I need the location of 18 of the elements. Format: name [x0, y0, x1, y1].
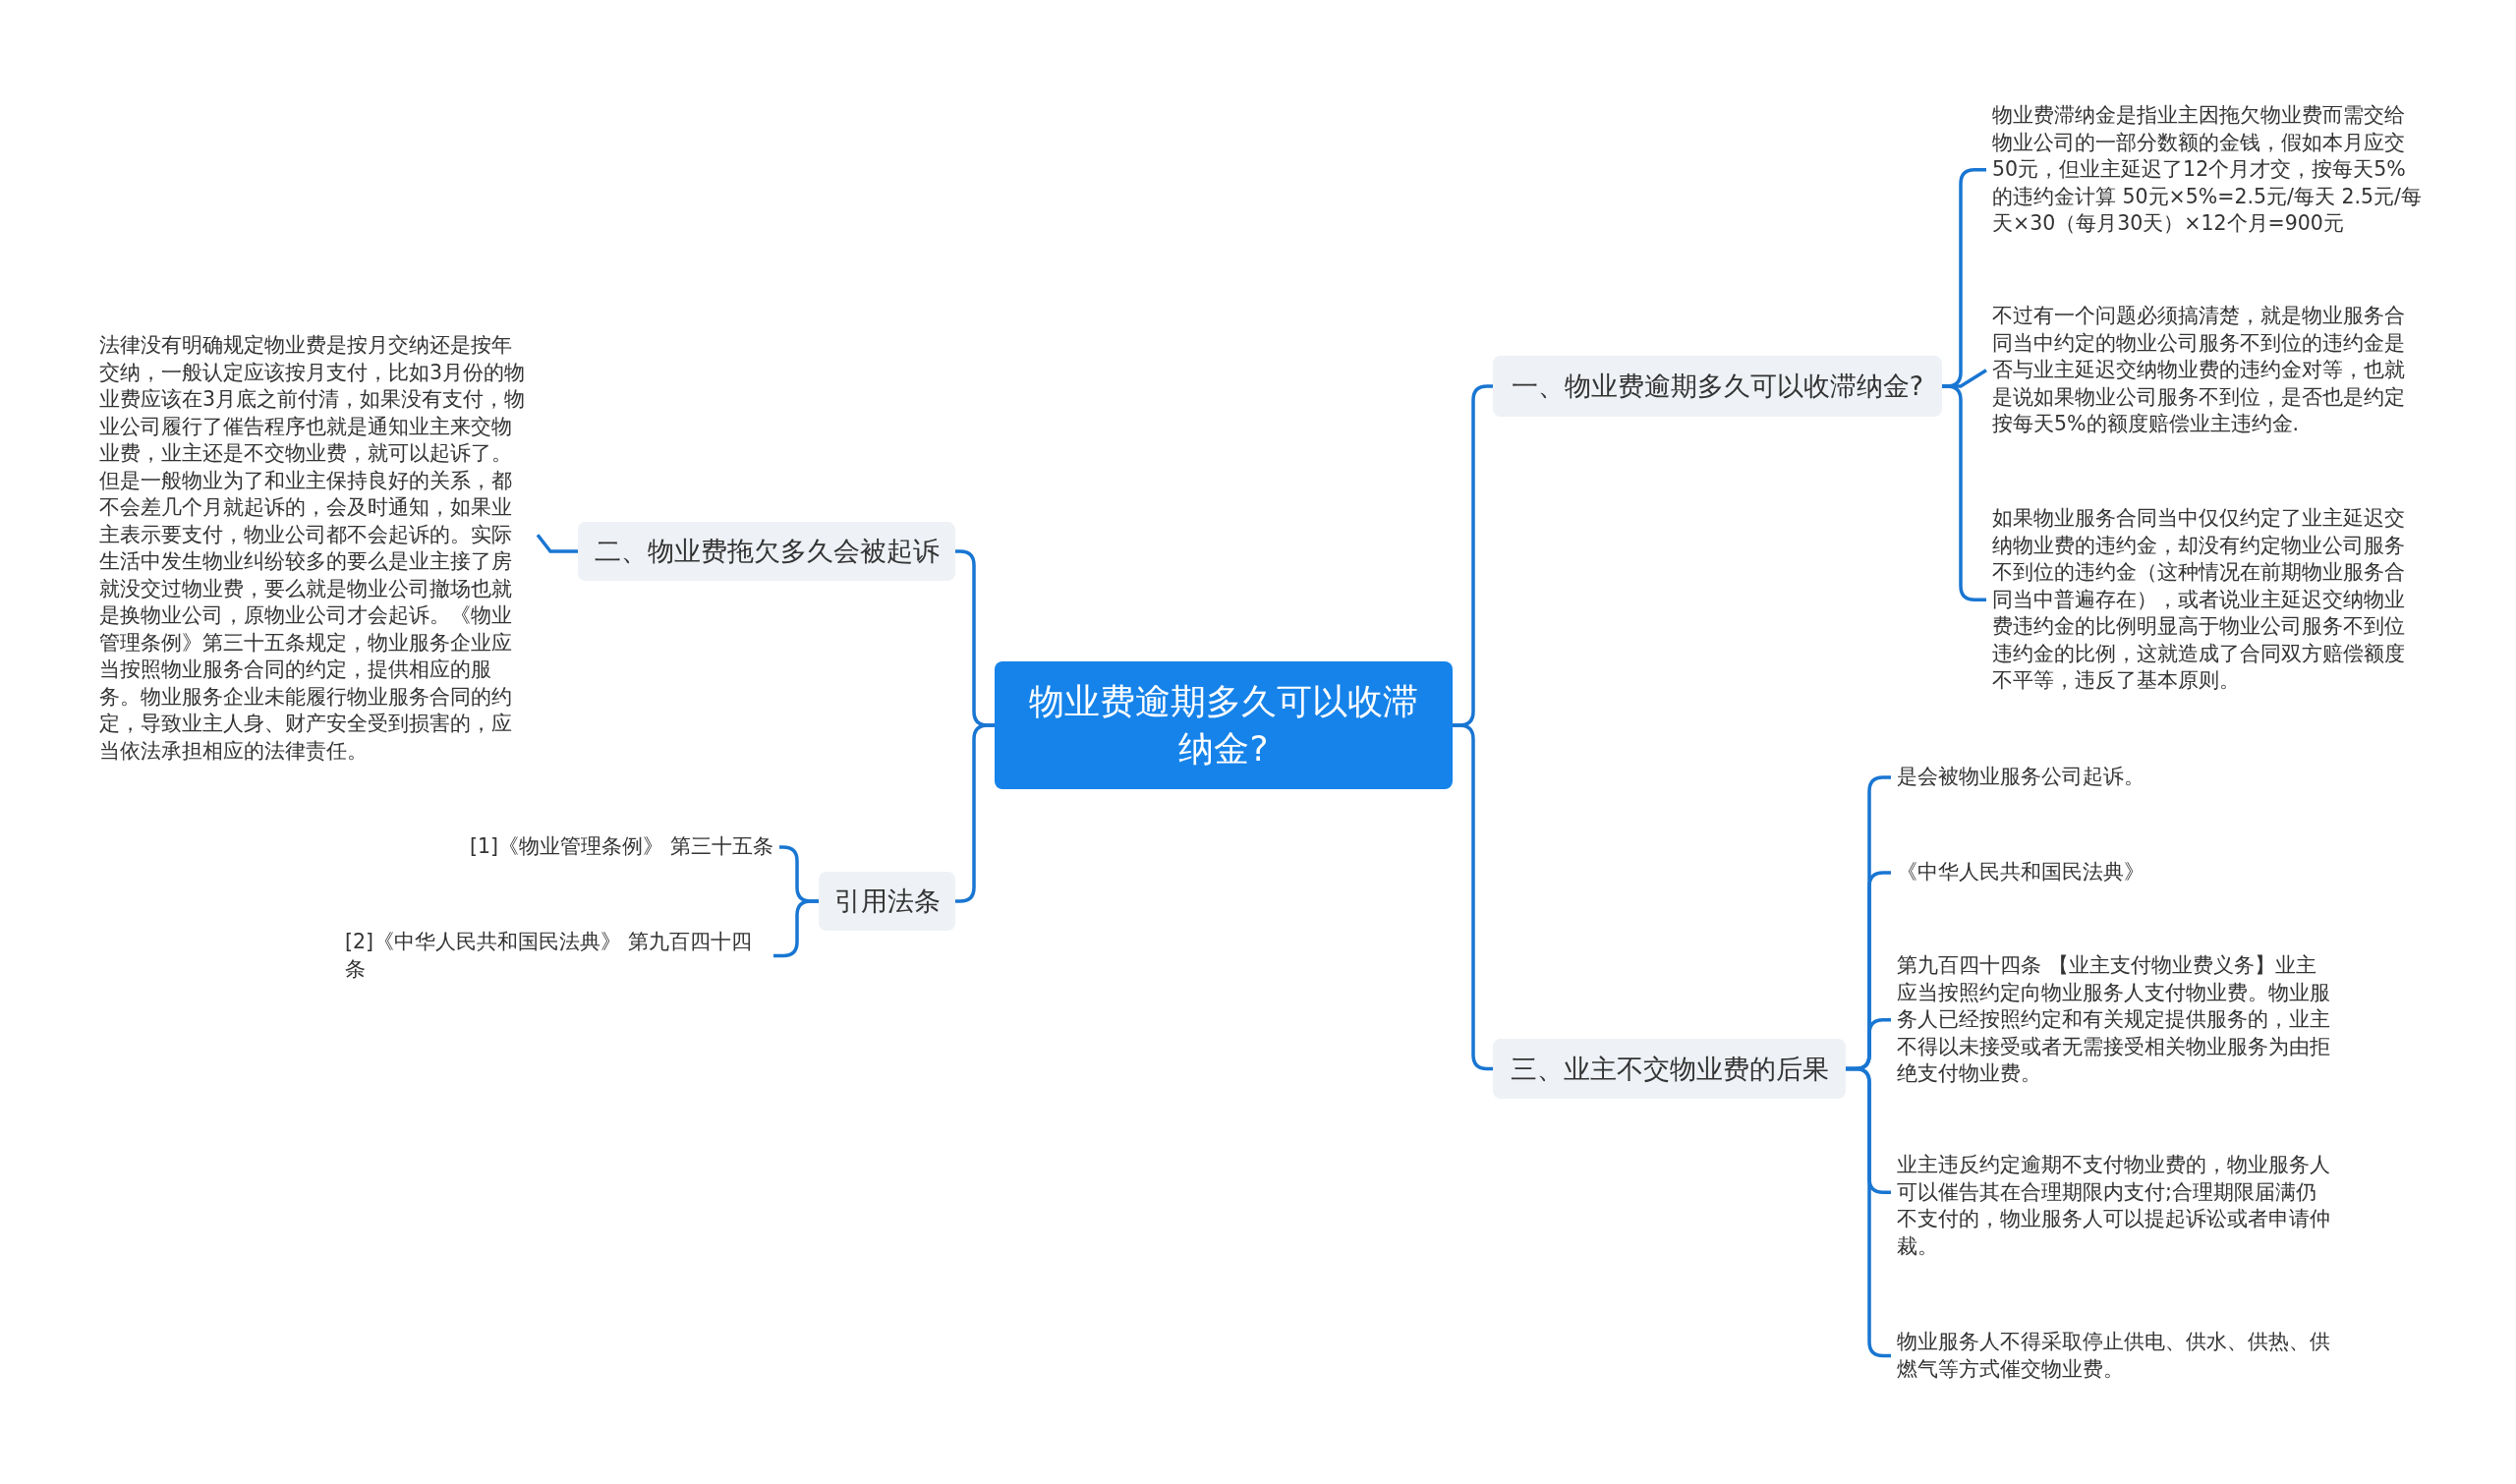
connector-line	[536, 534, 578, 553]
note-text: 第九百四十四条 【业主支付物业费义务】业主应当按照约定向物业服务人支付物业费。物业服务人已经按照约定和有关规定提供服务的，业主不得以未接受或者无需接受相关物业服务为由拒绝支付物业费。	[1897, 952, 2334, 1088]
topic-box: 引用法条	[819, 872, 955, 931]
topic-box: 二、物业费拖欠多久会被起诉	[578, 522, 955, 581]
note-text: 不过有一个问题必须搞清楚，就是物业服务合同当中约定的物业公司服务不到位的违约金是否与业主延迟交纳物业费的违约金对等，也就是说如果物业公司服务不到位，是否也是约定按每天5%的额度赔偿业主违约金.	[1992, 303, 2425, 438]
note-text: 是会被物业服务公司起诉。	[1897, 764, 2144, 791]
connector-line	[955, 723, 995, 903]
topic-box: 一、物业费逾期多久可以收滞纳金?	[1493, 356, 1942, 417]
note-text: [1]《物业管理条例》 第三十五条	[470, 833, 773, 861]
note-text: 物业费滞纳金是指业主因拖欠物业费而需交给物业公司的一部分数额的金钱，假如本月应交50元，但业主延迟了12个月才交，按每天5%的违约金计算 50元×5%=2.5元/每天 2.5元/每天×30（每月30天）×12个月=900元	[1992, 102, 2425, 238]
note-text: 物业服务人不得采取停止供电、供水、供热、供燃气等方式催交物业费。	[1897, 1329, 2334, 1383]
note-text: 法律没有明确规定物业费是按月交纳还是按年交纳，一般认定应该按月支付，比如3月份的物业费应该在3月底之前付清，如果没有支付，物业公司履行了催告程序也就是通知业主来交物业费，业主还是不交物业费，就可以起诉了。但是一般物业为了和业主保持良好的关系，都不会差几个月就起诉的，会及时通知，如果业主表示要支付，物业公司都不会起诉的。实际生活中发生物业纠纷较多的要么是业主接了房就没交过物业费，要么就是物业公司撤场也就是换物业公司，原物业公司才会起诉。《物业管理条例》第三十五条规定，物业服务企业应当按照物业服务合同的约定，提供相应的服务。物业服务企业未能履行物业服务合同的约定，导致业主人身、财产安全受到损害的，应当依法承担相应的法律责任。	[99, 332, 532, 765]
note-text: [2]《中华人民共和国民法典》 第九百四十四条	[345, 929, 768, 983]
central-topic-box: 物业费逾期多久可以收滞纳金?	[995, 661, 1453, 789]
note-text: 如果物业服务合同当中仅仅约定了业主延迟交纳物业费的违约金，却没有约定物业公司服务不到位的违约金（这种情况在前期物业服务合同当中普遍存在），或者说业主延迟交纳物业费违约金的比例明显高于物业公司服务不到位违约金的比例，这就造成了合同双方赔偿额度不平等，违反了基本原则。	[1992, 505, 2425, 695]
note-text: 《中华人民共和国民法典》	[1897, 859, 2144, 886]
note-text: 业主违反约定逾期不支付物业费的，物业服务人可以催告其在合理期限内支付;合理期限届满仍不支付的，物业服务人可以提起诉讼或者申请仲裁。	[1897, 1152, 2334, 1260]
topic-box: 三、业主不交物业费的后果	[1493, 1039, 1846, 1099]
